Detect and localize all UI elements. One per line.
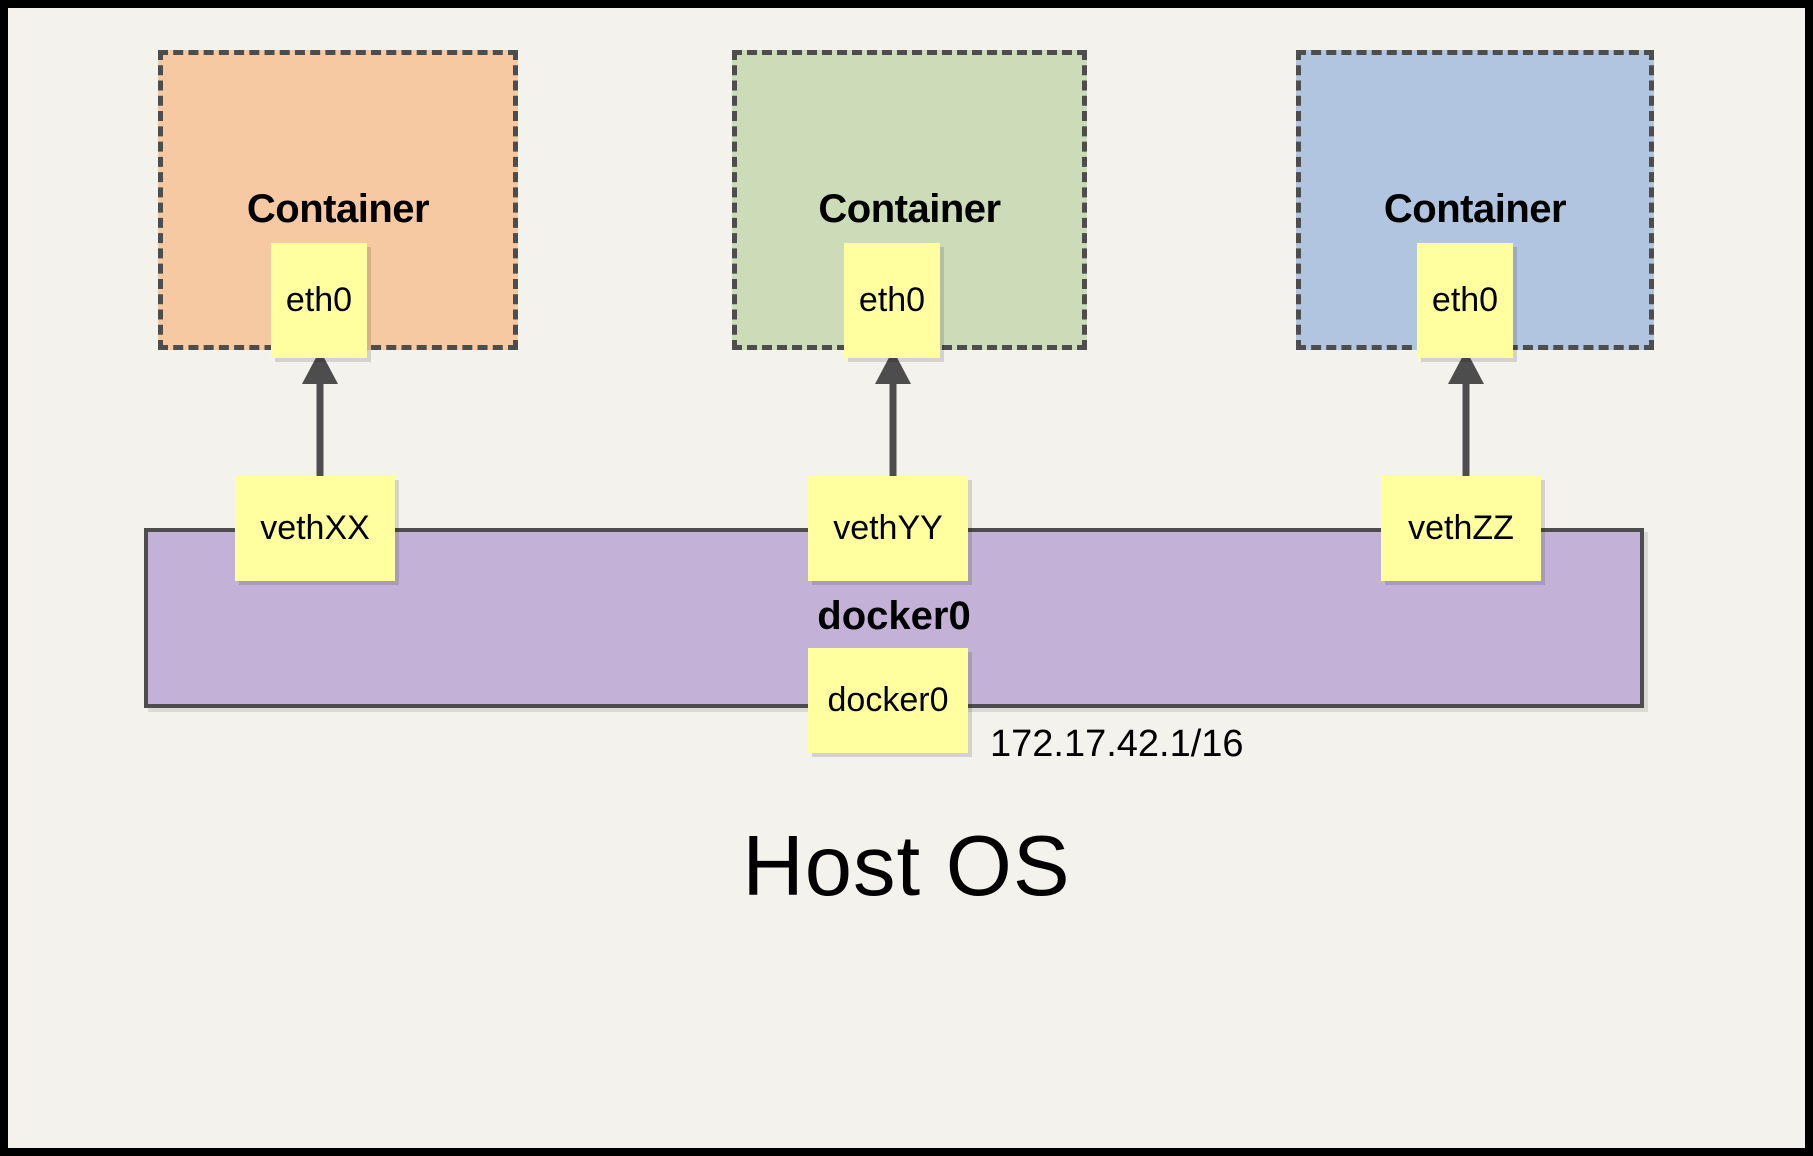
docker0-ip-address: 172.17.42.1/16 xyxy=(990,723,1244,765)
veth-box-1: vethXX xyxy=(235,476,395,581)
container-3-eth0-label: eth0 xyxy=(1431,281,1499,319)
veth-box-2: vethYY xyxy=(808,476,968,581)
docker0-interface-label: docker0 xyxy=(827,681,949,719)
container-2-eth0-label: eth0 xyxy=(858,281,926,319)
host-os-label: Host OS xyxy=(742,819,1071,914)
diagram-canvas: Container eth0 Container eth0 Container … xyxy=(8,8,1805,1148)
docker0-interface-box: docker0 xyxy=(808,648,968,753)
container-2-eth0-box: eth0 xyxy=(844,243,940,358)
veth-label-2: vethYY xyxy=(833,509,943,547)
container-3-eth0-box: eth0 xyxy=(1417,243,1513,358)
container-title-2: Container xyxy=(818,187,1001,231)
container-title-1: Container xyxy=(246,187,430,231)
veth-label-1: vethXX xyxy=(260,509,370,547)
container-1-eth0-box: eth0 xyxy=(271,243,367,358)
container-1-eth0-label: eth0 xyxy=(285,281,353,319)
veth-box-3: vethZZ xyxy=(1381,476,1541,581)
docker0-bridge-label: docker0 xyxy=(817,594,971,638)
veth-label-3: vethZZ xyxy=(1408,509,1514,547)
container-title-3: Container xyxy=(1383,187,1567,231)
